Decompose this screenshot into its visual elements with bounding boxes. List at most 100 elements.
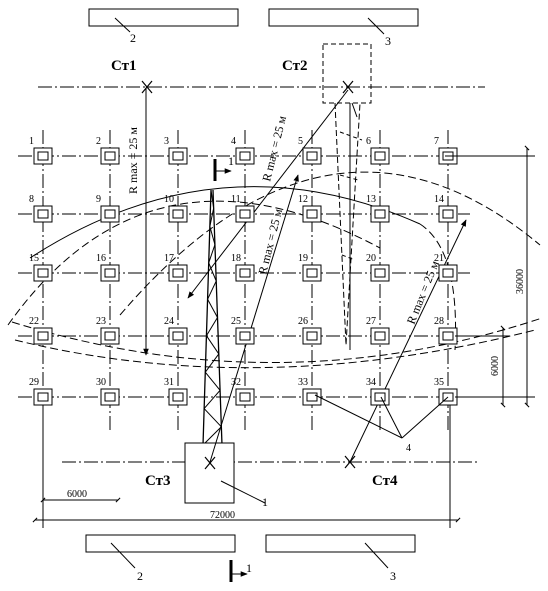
- section-label-bottom: 1: [246, 561, 252, 575]
- column-number: 9: [96, 194, 101, 205]
- radius-arrow-st2: [187, 89, 349, 299]
- column-number: 32: [231, 377, 241, 388]
- column-foundation: [33, 388, 53, 406]
- callout-bottom-right: 3: [390, 569, 396, 583]
- column-number: 33: [298, 377, 308, 388]
- leader-line: [401, 396, 449, 439]
- column-foundation: [235, 264, 255, 282]
- column-foundation: [100, 264, 120, 282]
- column-foundation: [302, 147, 322, 165]
- column-foundation: [100, 205, 120, 223]
- column-foundation: [100, 327, 120, 345]
- crane-st2-base: [322, 43, 372, 104]
- column-number: 12: [298, 194, 308, 205]
- dimension-total-width: [32, 405, 461, 528]
- callout-top-right: 3: [385, 34, 391, 48]
- column-foundation: [370, 264, 390, 282]
- column-foundation: [33, 205, 53, 223]
- crane-st1-marker: [141, 80, 153, 94]
- column-foundation: [370, 327, 390, 345]
- column-foundation: [302, 388, 322, 406]
- column-number: 4: [231, 136, 236, 147]
- column-number: 28: [434, 316, 444, 327]
- storage-area-top-right: [268, 8, 419, 27]
- column-number: 2: [96, 136, 101, 147]
- crane-st3-reach-zone: [14, 329, 536, 369]
- storage-area-bottom-right: [265, 534, 416, 553]
- crane-st2-jib-brace: [339, 174, 359, 181]
- column-number: 3: [164, 136, 169, 147]
- column-number: 17: [164, 253, 174, 264]
- crane-st3-jib-swing: [29, 186, 421, 259]
- crane-st2-reach-zone: [119, 171, 541, 316]
- column-foundation: [168, 147, 188, 165]
- column-number: 35: [434, 377, 444, 388]
- crane-st3-tower: [202, 189, 223, 446]
- dimension-bay-height-label: 6000: [490, 356, 501, 376]
- column-foundation: [235, 205, 255, 223]
- column-number: 24: [164, 316, 174, 327]
- column-foundation: [168, 388, 188, 406]
- column-foundation: [33, 264, 53, 282]
- crane-st4-name: Ст4: [372, 473, 398, 489]
- leader-line: [364, 542, 389, 569]
- column-number: 27: [366, 316, 376, 327]
- crane-st4-reach-zone: [11, 317, 543, 363]
- column-number: 25: [231, 316, 241, 327]
- section-mark-bottom: [229, 560, 248, 582]
- leader-line: [110, 542, 136, 569]
- column-foundation: [438, 205, 458, 223]
- crane-st3-name: Ст3: [145, 473, 171, 489]
- column-foundation: [370, 147, 390, 165]
- column-number: 15: [29, 253, 39, 264]
- crane-st3-base: [184, 442, 235, 504]
- column-number: 29: [29, 377, 39, 388]
- radius-arrow-st3: [209, 174, 299, 463]
- crane-st2-name: Ст2: [282, 58, 308, 74]
- column-number: 30: [96, 377, 106, 388]
- column-number: 7: [434, 136, 439, 147]
- column-number: 1: [29, 136, 34, 147]
- column-foundation: [100, 147, 120, 165]
- crane-st2-jib-tip: [351, 102, 358, 118]
- leader-line: [314, 394, 403, 439]
- column-number: 6: [366, 136, 371, 147]
- crane-st2-marker: [342, 80, 354, 94]
- section-label-top: 1: [228, 154, 234, 168]
- column-number: 34: [366, 377, 376, 388]
- column-foundation: [370, 388, 390, 406]
- dimension-bay-height: [455, 325, 510, 408]
- column-foundation: [168, 264, 188, 282]
- callout-bottom-left: 2: [137, 569, 143, 583]
- column-number: 10: [164, 194, 174, 205]
- column-number: 26: [298, 316, 308, 327]
- leader-line: [367, 17, 385, 35]
- crane-st3-marker: [204, 456, 216, 470]
- column-foundation: [235, 147, 255, 165]
- radius-label-st3: R max = 25 м: [255, 207, 285, 276]
- callout-top-left: 2: [130, 31, 136, 45]
- leader-line: [380, 396, 403, 439]
- callout-columns-note: 4: [406, 443, 411, 454]
- crane-st2-jib-brace: [341, 254, 356, 261]
- section-mark-top: [213, 159, 232, 181]
- radius-label-st1: R max = 25 м: [126, 127, 140, 194]
- column-foundation: [235, 327, 255, 345]
- crane-st1-reach-zone: [7, 200, 381, 326]
- column-number: 20: [366, 253, 376, 264]
- storage-area-bottom-left: [85, 534, 236, 553]
- column-number: 22: [29, 316, 39, 327]
- column-number: 14: [434, 194, 444, 205]
- column-foundation: [168, 327, 188, 345]
- column-number: 18: [231, 253, 241, 264]
- column-number: 11: [231, 194, 241, 205]
- dimension-total-height-label: 36000: [515, 269, 526, 294]
- column-foundation: [302, 264, 322, 282]
- dimension-total-height: [445, 145, 535, 408]
- column-foundation: [302, 205, 322, 223]
- leader-line: [114, 17, 131, 33]
- column-foundation: [100, 388, 120, 406]
- column-foundation: [302, 327, 322, 345]
